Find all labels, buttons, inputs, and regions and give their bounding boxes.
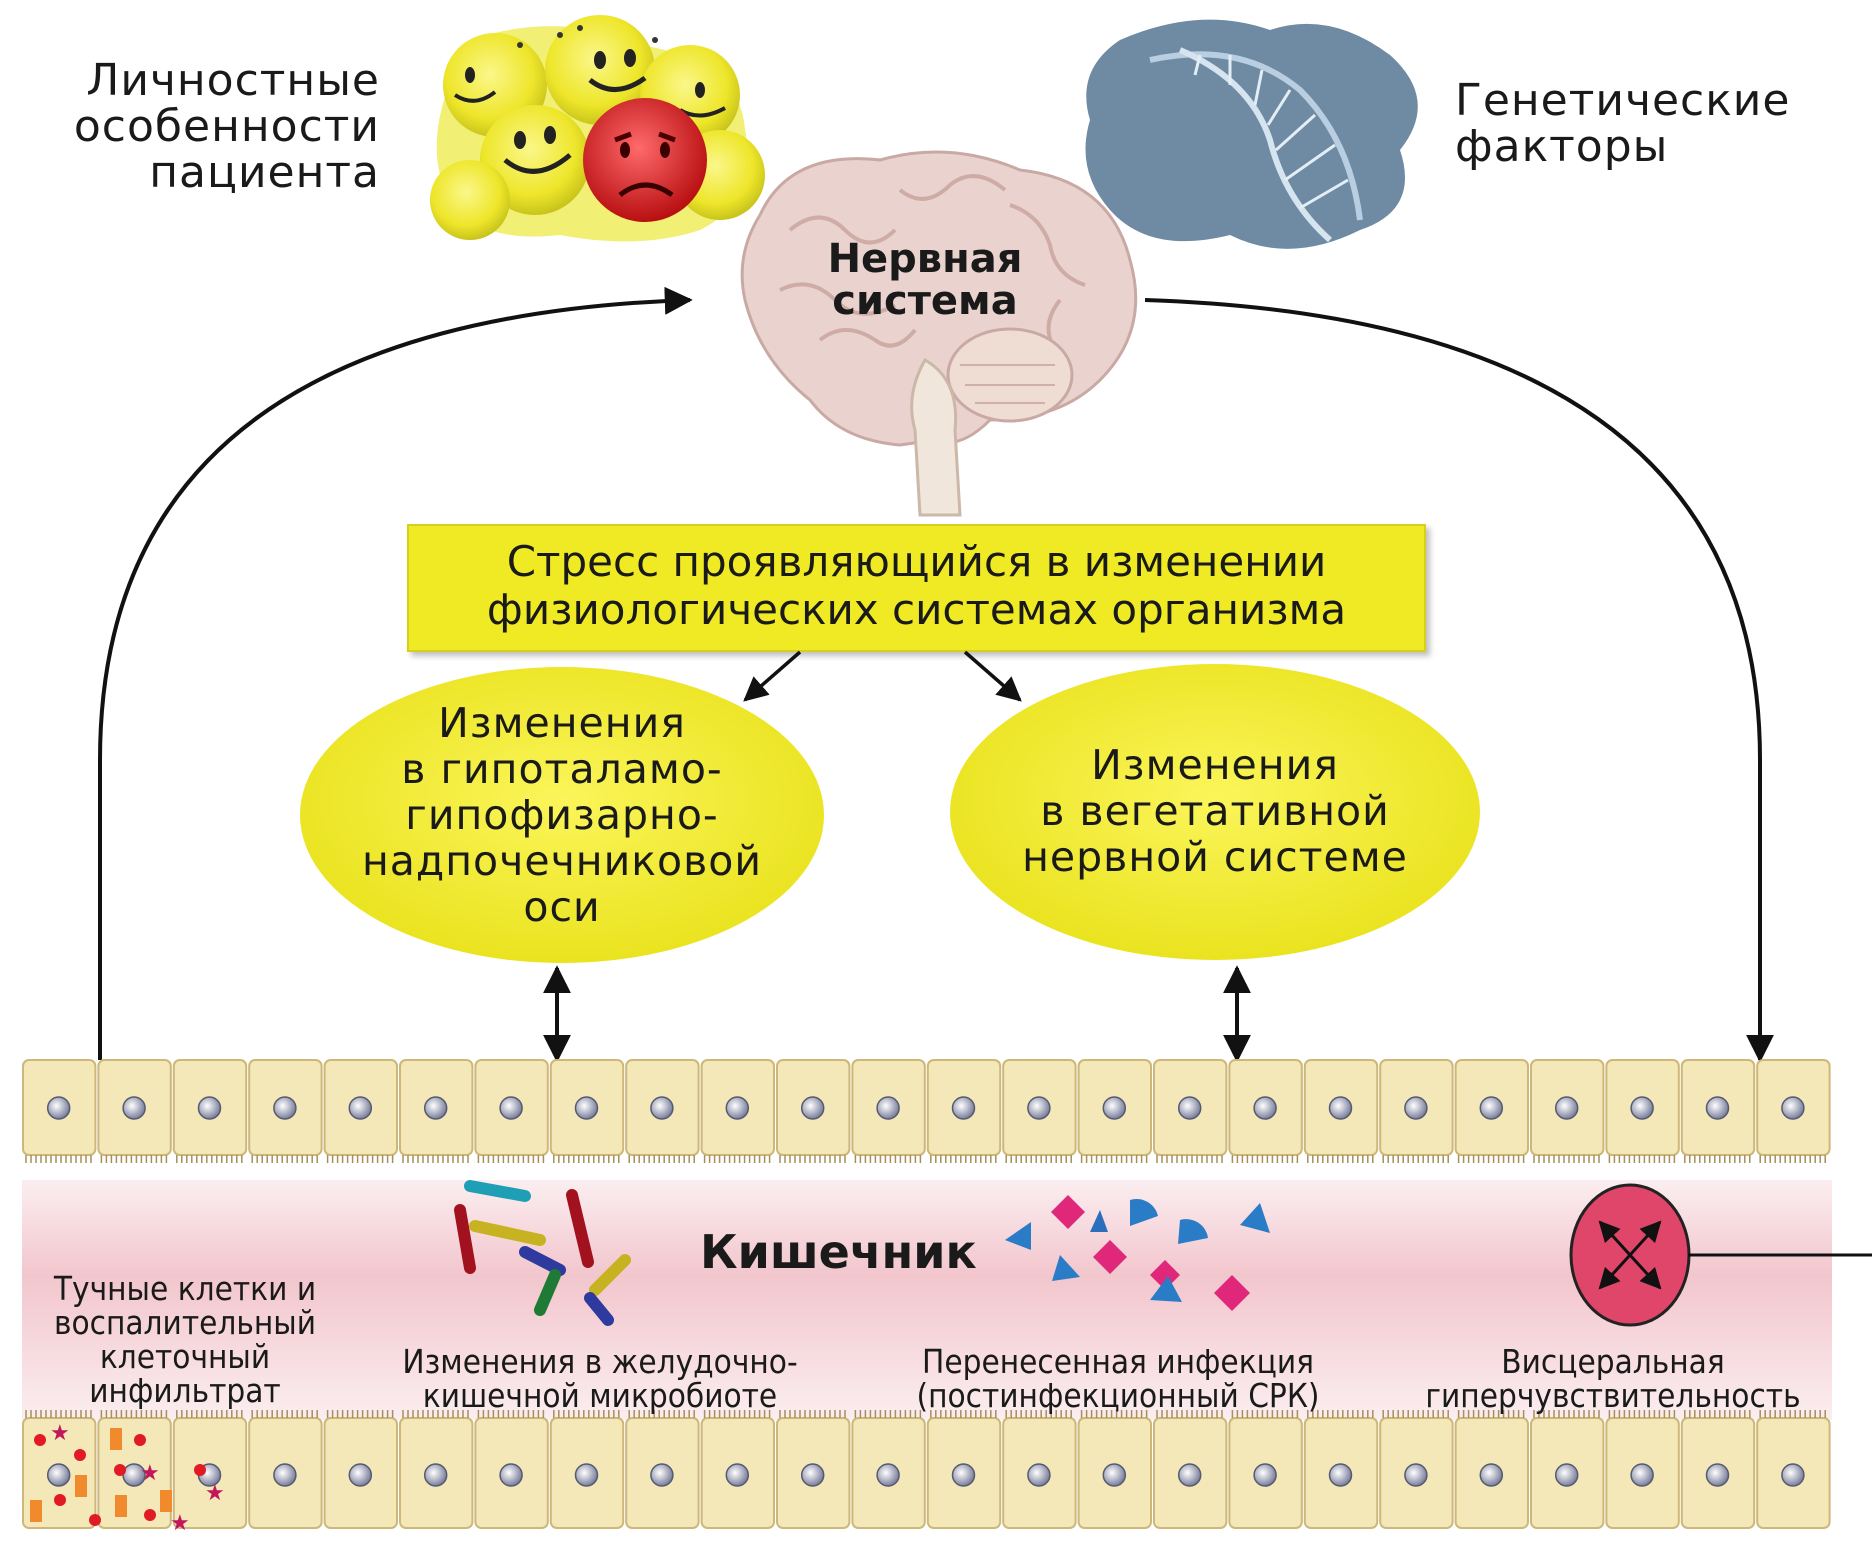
epithelial-cell (700, 1410, 775, 1529)
epithelial-cell (22, 1059, 97, 1163)
epithelial-cell (1530, 1059, 1605, 1163)
epithelial-cell (1756, 1059, 1831, 1163)
arrow-to-ans (963, 650, 1022, 702)
stress-box-text: Стресс проявляющийся в изменении физиоло… (486, 537, 1347, 634)
epithelial-cell (1379, 1410, 1454, 1529)
epithelial-cell (1454, 1410, 1529, 1529)
bacteria-icons (454, 1180, 631, 1326)
arrow-to-hpa (743, 650, 802, 702)
epithelial-cell (323, 1059, 399, 1163)
epithelial-cell (625, 1410, 700, 1529)
epithelial-cell (1077, 1059, 1152, 1163)
epithelial-cell (1454, 1059, 1529, 1163)
nervous-system-label: Нервная система (827, 236, 1023, 324)
pathogen-icons (1005, 1195, 1270, 1311)
brain-image (740, 150, 1138, 517)
epithelial-cell (1605, 1059, 1680, 1163)
epithelial-cell (926, 1410, 1002, 1529)
intestine-lumen (22, 1180, 1832, 1420)
epithelial-cell (248, 1410, 323, 1529)
epithelial-cell (776, 1410, 851, 1529)
mast-cells-label: Тучные клетки и воспалительный клеточный… (53, 1269, 317, 1410)
visceral-label: Висцеральная гиперчувствительность (1425, 1342, 1801, 1415)
epithelial-cell (549, 1059, 625, 1163)
epithelial-cell (926, 1059, 1002, 1163)
epithelial-cell (1379, 1059, 1454, 1163)
epithelial-cell (1077, 1410, 1152, 1529)
bottom-epithelium-row (22, 1410, 1831, 1529)
svg-text:★: ★ (205, 1481, 225, 1506)
top-epithelium-row (22, 1059, 1831, 1163)
epithelial-cell (1153, 1059, 1228, 1163)
gut-title: Кишечник (700, 1225, 977, 1279)
epithelial-cell (1680, 1410, 1756, 1529)
epithelial-cell (700, 1059, 775, 1163)
epithelial-cell (172, 1059, 248, 1163)
ans-ellipse (950, 664, 1480, 960)
dna-image (1085, 19, 1418, 249)
epithelial-cell (1756, 1410, 1831, 1529)
epithelial-cell (776, 1059, 851, 1163)
ans-ellipse-text: Изменения в вегетативной нервной системе (1022, 741, 1408, 881)
epithelial-cell (1002, 1410, 1077, 1529)
epithelial-cell (1605, 1410, 1680, 1529)
left-feedback-arrow (98, 286, 693, 1060)
smiley-faces-image (430, 15, 765, 242)
stress-box (407, 524, 1426, 652)
epithelial-cell (399, 1059, 474, 1163)
genetics-label: Генетические факторы (1455, 75, 1791, 172)
epithelial-cell (1303, 1059, 1379, 1163)
svg-text:★: ★ (50, 1421, 70, 1446)
epithelial-cell (1228, 1059, 1303, 1163)
epithelial-cell (851, 1059, 926, 1163)
visceral-receptor-icon (1569, 1183, 1872, 1327)
epithelial-cell (248, 1059, 323, 1163)
inflammatory-infiltrate: ★ ★ ★ ★ (30, 1421, 225, 1536)
epithelial-cell (1530, 1410, 1605, 1529)
hpa-ellipse (300, 667, 824, 963)
epithelial-cell (1680, 1059, 1756, 1163)
epithelial-cell (97, 1059, 172, 1163)
epithelial-cell (549, 1410, 625, 1529)
personality-label: Личностные особенности пациента (73, 55, 380, 198)
epithelial-cell (1228, 1410, 1303, 1529)
epithelial-cell (474, 1059, 549, 1163)
epithelial-cell (1002, 1059, 1077, 1163)
epithelial-cell (1153, 1410, 1228, 1529)
epithelial-cell (625, 1059, 700, 1163)
epithelial-cell (323, 1410, 399, 1529)
epithelial-cell (97, 1410, 172, 1529)
right-feedback-arrow (1144, 298, 1774, 1063)
svg-text:★: ★ (140, 1461, 160, 1486)
hpa-ellipse-text: Изменения в гипоталамо- гипофизарно- над… (361, 699, 763, 931)
epithelial-cell (851, 1410, 926, 1529)
epithelial-cell (1303, 1410, 1379, 1529)
epithelial-cell (474, 1410, 549, 1529)
infection-label: Перенесенная инфекция (постинфекционный … (916, 1342, 1320, 1415)
epithelial-cell (399, 1410, 474, 1529)
microbiota-label: Изменения в желудочно- кишечной микробио… (402, 1342, 798, 1415)
svg-text:★: ★ (170, 1511, 190, 1536)
